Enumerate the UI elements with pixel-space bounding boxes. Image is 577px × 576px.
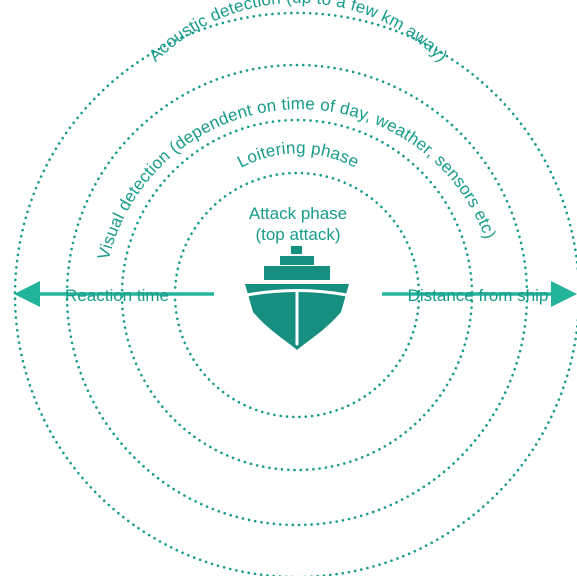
outer-ring <box>13 11 577 576</box>
attack-phase-label: Attack phase <box>249 204 347 223</box>
acoustic-detection-label: Acoustic detection (up to a few km away) <box>145 0 451 65</box>
loitering-phase-label: Loitering phase <box>234 138 362 171</box>
reaction-time-arrow <box>14 281 214 307</box>
ship-icon <box>245 246 349 350</box>
distance-arrow <box>382 281 577 307</box>
attack-phase-sublabel: (top attack) <box>255 225 340 244</box>
distance-from-ship-label: Distance from ship <box>408 286 549 305</box>
reaction-time-label: Reaction time <box>65 286 169 305</box>
